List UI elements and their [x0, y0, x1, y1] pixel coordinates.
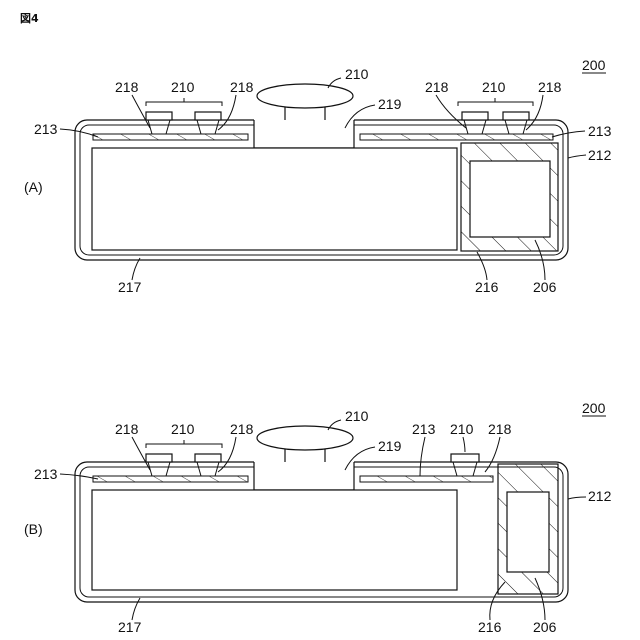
pcb-right-b	[360, 476, 493, 482]
ref-218-left-1-b: 218	[115, 421, 139, 437]
pcb-right	[360, 134, 553, 140]
ref-213-mid-b: 213	[412, 421, 436, 437]
ref-200: 200	[582, 57, 606, 73]
opening-mask	[254, 118, 354, 148]
ref-213-right: 213	[588, 123, 612, 139]
figure-label: 図4	[20, 11, 39, 25]
ref-213-left: 213	[34, 121, 58, 137]
button-left-2	[195, 112, 221, 120]
button-left-1	[146, 112, 172, 120]
panel-b: 200 210 218 210 218 219 213 210 218 213 …	[24, 400, 612, 635]
ref-206-b: 206	[533, 619, 557, 635]
ref-200-b: 200	[582, 400, 606, 416]
ref-217-b: 217	[118, 619, 142, 635]
ref-218-left-2-b: 218	[230, 421, 254, 437]
ref-212-b: 212	[588, 488, 612, 504]
ref-216: 216	[475, 279, 499, 295]
ref-210-top: 210	[345, 66, 369, 82]
main-button-cap	[257, 84, 353, 108]
button-right-1	[462, 112, 488, 120]
pcb-left-b	[93, 476, 248, 482]
button-right-2	[503, 112, 529, 120]
battery-217	[92, 148, 457, 250]
module-206-b	[507, 492, 549, 572]
ref-210-right-b: 210	[450, 421, 474, 437]
pcb-left	[93, 134, 248, 140]
ref-210-left-b: 210	[171, 421, 195, 437]
ref-210-right: 210	[482, 79, 506, 95]
module-206	[470, 161, 550, 237]
main-button-cap-b	[257, 426, 353, 450]
ref-218-right-1: 218	[425, 79, 449, 95]
ref-216-b: 216	[478, 619, 502, 635]
ref-219: 219	[378, 96, 402, 112]
ref-206: 206	[533, 279, 557, 295]
ref-210-top-b: 210	[345, 408, 369, 424]
ref-210-left: 210	[171, 79, 195, 95]
ref-217: 217	[118, 279, 142, 295]
panel-a: 200 210 218 210 218 219 218 210 218 213 …	[24, 57, 612, 295]
ref-212: 212	[588, 147, 612, 163]
ref-218-left-2: 218	[230, 79, 254, 95]
battery-217-b	[92, 490, 457, 590]
ref-219-b: 219	[378, 438, 402, 454]
panel-label-a: (A)	[24, 179, 43, 195]
ref-218-right-2: 218	[538, 79, 562, 95]
ref-218-right-b: 218	[488, 421, 512, 437]
ref-218-left-1: 218	[115, 79, 139, 95]
ref-213-left-b: 213	[34, 466, 58, 482]
panel-label-b: (B)	[24, 521, 43, 537]
